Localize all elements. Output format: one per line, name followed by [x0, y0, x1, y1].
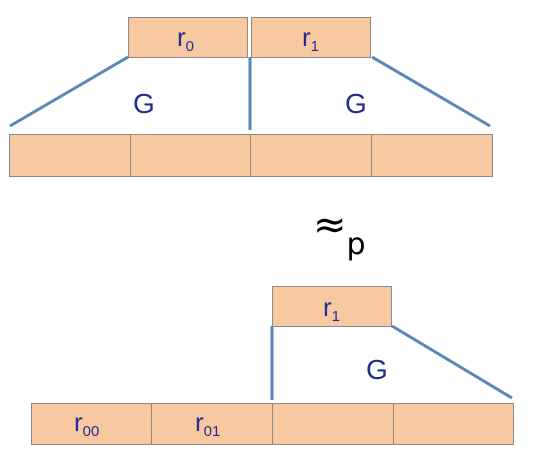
bottom-output-box-4	[393, 403, 514, 445]
top-seed-r0-label: r0	[177, 22, 195, 55]
top-seed-r0-box	[128, 17, 248, 58]
top-output-box-4	[371, 134, 493, 177]
top-output-box-2	[130, 134, 251, 177]
bottom-output-r00-label: r00	[74, 407, 100, 440]
top-output-box-3	[250, 134, 372, 177]
top-generator-right-label: G	[345, 88, 367, 119]
bottom-output-r00-box	[31, 403, 152, 445]
top-output-box-1	[9, 134, 131, 177]
bottom-output-r01-label: r01	[195, 407, 221, 440]
top-seed-r1-label: r1	[302, 22, 320, 55]
top-generator-left-label: G	[133, 88, 155, 119]
bottom-trapezoid-right-edge	[391, 324, 513, 400]
top-left-trapezoid-left-edge	[9, 55, 129, 128]
approx-p-symbol: ≈p	[313, 202, 366, 262]
top-right-trapezoid-right-edge	[371, 55, 491, 128]
bottom-output-box-3	[272, 403, 394, 445]
bottom-generator-label: G	[366, 354, 388, 385]
bottom-seed-r1-box	[272, 286, 392, 327]
top-seed-r1-box	[251, 17, 371, 58]
bottom-seed-r1-label: r1	[323, 292, 341, 325]
